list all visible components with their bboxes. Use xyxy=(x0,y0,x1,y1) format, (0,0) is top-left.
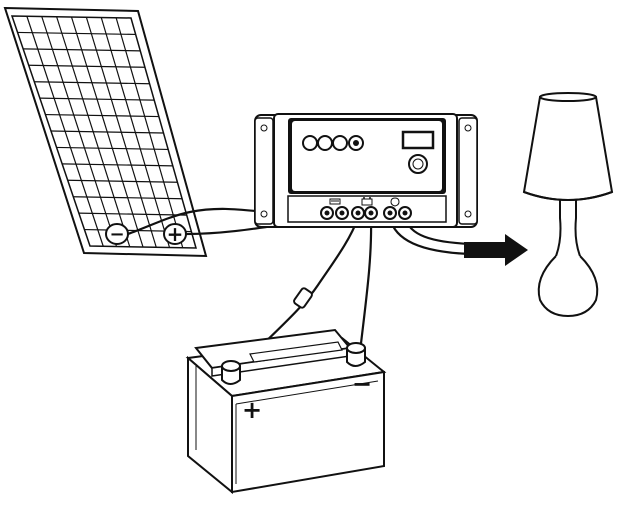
battery-positive-post xyxy=(221,360,241,385)
solar-panel: − + xyxy=(3,6,208,258)
panel-grid-line xyxy=(73,196,183,200)
panel-grid-line xyxy=(78,212,187,216)
panel-grid-line xyxy=(39,97,155,101)
panel-grid-line xyxy=(62,163,173,167)
charge-controller xyxy=(254,113,478,228)
status-leds xyxy=(302,135,364,151)
controller-display xyxy=(401,130,435,150)
panel-grid-line xyxy=(45,113,159,118)
panel-grid-line xyxy=(23,48,141,52)
battery: + − xyxy=(185,328,387,495)
panel-port-icon xyxy=(329,198,341,205)
controller-button xyxy=(408,154,428,174)
terminal-screw-center xyxy=(368,210,374,216)
terminal-screw-center xyxy=(324,210,330,216)
power-arrow xyxy=(464,234,528,266)
panel-grid-line xyxy=(28,64,145,68)
panel-grid-line xyxy=(67,179,178,183)
lamp xyxy=(522,92,614,318)
battery-minus-label: − xyxy=(352,370,372,398)
panel-plus-label: + xyxy=(167,222,184,246)
terminal-screw-center xyxy=(402,210,408,216)
panel-plus-terminal: + xyxy=(163,222,187,246)
controller-terminals xyxy=(320,206,412,220)
solar-panel-cell-grid xyxy=(17,16,192,248)
load-port-icon xyxy=(390,197,400,207)
panel-grid-line xyxy=(50,130,164,134)
battery-negative-wire xyxy=(358,216,373,354)
panel-grid-line xyxy=(56,146,169,151)
battery-plus-label: + xyxy=(242,396,262,424)
inline-fuse xyxy=(293,287,313,309)
panel-minus-terminal: − xyxy=(105,223,129,245)
panel-minus-label: − xyxy=(109,224,124,245)
panel-grid-line xyxy=(17,31,136,36)
terminal-screw-center xyxy=(339,210,345,216)
battery-negative-post xyxy=(346,342,366,367)
battery-port-icon xyxy=(361,197,373,206)
terminal-screw-center xyxy=(387,210,393,216)
panel-grid-line xyxy=(34,81,150,85)
terminal-screw-center xyxy=(355,210,361,216)
